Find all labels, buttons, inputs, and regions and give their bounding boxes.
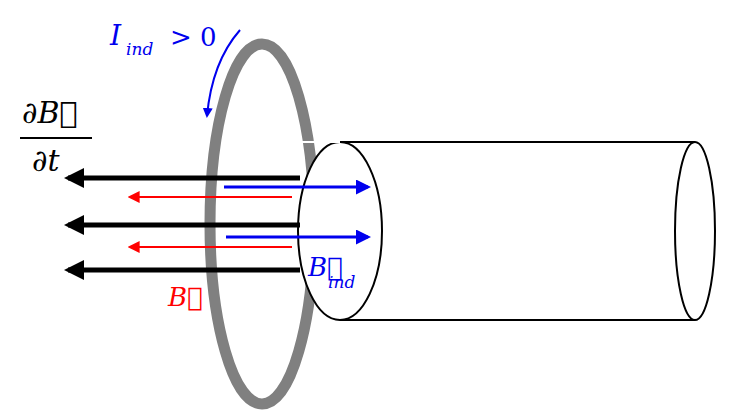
dbdt-arrows: [68, 178, 300, 270]
derivative-numerator: ∂B⃗: [22, 98, 78, 128]
current-condition: > 0: [170, 24, 217, 50]
b-induced-arrows: [224, 187, 368, 237]
b-field-arrows: [130, 197, 292, 247]
cylinder: [298, 142, 715, 320]
derivative-denominator: ∂t: [32, 146, 60, 176]
subscript: ind: [126, 41, 153, 58]
field-symbol: B⃗: [168, 284, 203, 310]
subscript: ind: [328, 274, 355, 291]
fraction-bar: [20, 137, 92, 139]
current-symbol: I: [110, 22, 121, 50]
